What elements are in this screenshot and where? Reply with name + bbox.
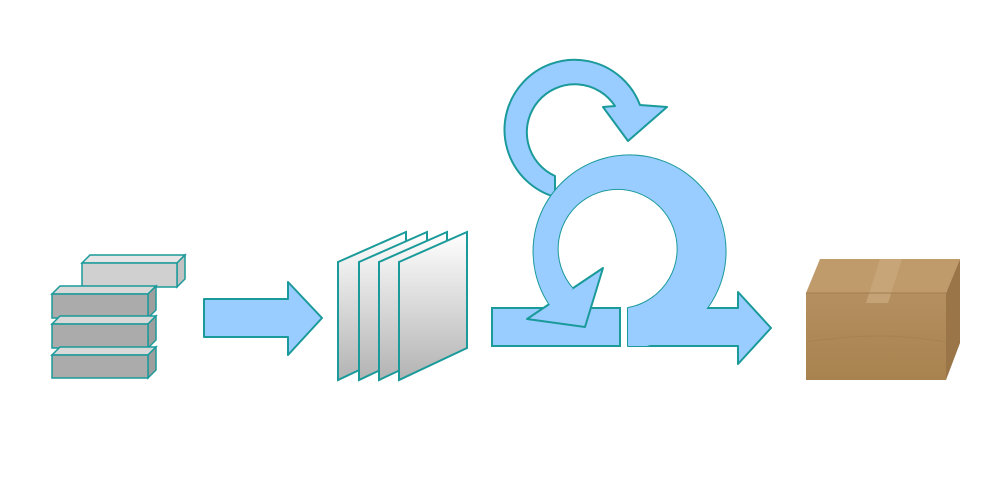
block bbox=[50, 314, 158, 350]
block bbox=[50, 284, 158, 320]
right-arrow-icon bbox=[203, 281, 323, 356]
iteration-loop-icon bbox=[491, 154, 772, 365]
small-loop-icon bbox=[503, 58, 668, 198]
cardboard-box-icon bbox=[805, 259, 960, 380]
box-side bbox=[946, 259, 960, 380]
stacked-sheets-icon bbox=[337, 230, 468, 382]
block bbox=[50, 345, 158, 380]
stacked-blocks-icon bbox=[50, 253, 187, 380]
block bbox=[80, 253, 187, 289]
box-tape bbox=[866, 259, 902, 303]
sheet bbox=[398, 230, 468, 382]
